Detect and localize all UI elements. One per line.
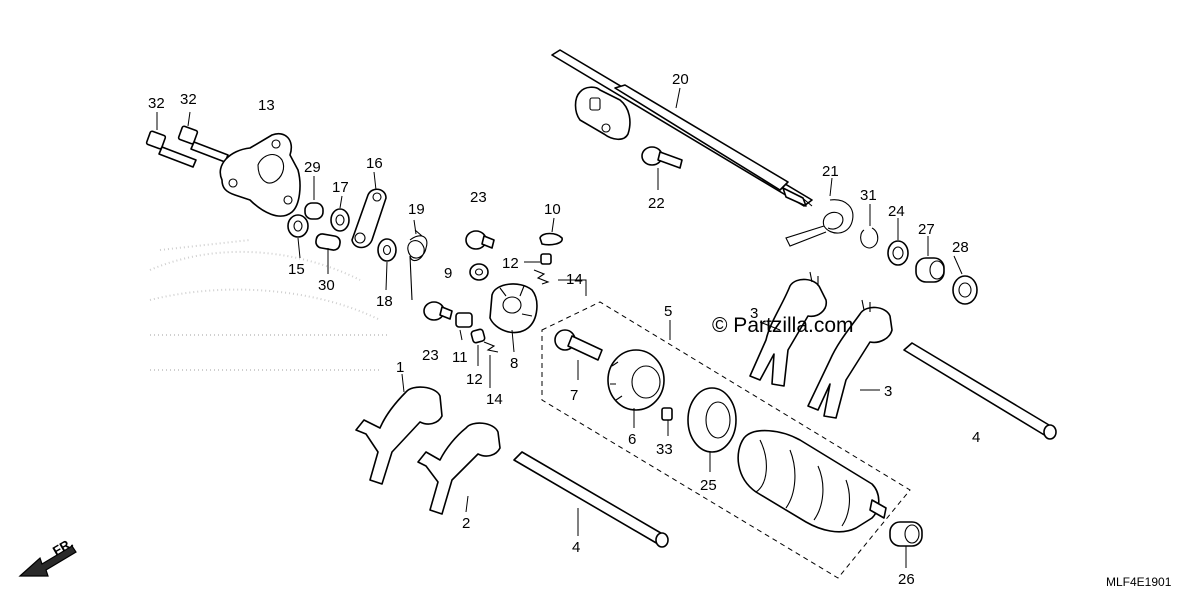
callout-21: 21	[822, 163, 839, 180]
stopper-11[interactable]	[455, 312, 473, 328]
callout-24: 24	[888, 203, 905, 220]
guide-shaft-4-left[interactable]	[513, 451, 669, 548]
callout-18: 18	[376, 293, 393, 310]
circlip-31[interactable]	[860, 227, 879, 249]
callout-29: 29	[304, 159, 321, 176]
callout-6: 6	[628, 431, 636, 448]
bearing-25[interactable]	[687, 387, 737, 453]
callout-14-upper: 14	[566, 271, 583, 288]
callout-16: 16	[366, 155, 383, 172]
callout-27: 27	[918, 221, 935, 238]
callout-10: 10	[544, 201, 561, 218]
shift-drum[interactable]	[737, 429, 887, 533]
callout-3-lower: 3	[884, 383, 892, 400]
callout-22: 22	[648, 195, 665, 212]
stopper-12-upper[interactable]	[540, 253, 552, 265]
callout-26: 26	[898, 571, 915, 588]
leader-lines	[156, 87, 963, 568]
callout-12-upper: 12	[502, 255, 519, 272]
bolt-22[interactable]	[641, 146, 683, 169]
plate-13[interactable]	[219, 133, 301, 217]
collar-15[interactable]	[287, 214, 309, 238]
watermark: © Partzilla.com	[712, 314, 854, 337]
callout-8: 8	[510, 355, 518, 372]
callout-labels: 32 32 13 29 17 16 19 15 30 18 23 9 10 12…	[148, 71, 980, 588]
washer-18[interactable]	[377, 238, 397, 262]
spring-14-upper[interactable]	[533, 269, 550, 285]
callout-32-right: 32	[180, 91, 197, 108]
shift-drum-center-8[interactable]	[489, 283, 538, 334]
callout-4-left: 4	[572, 539, 580, 556]
collar-29[interactable]	[304, 202, 324, 220]
washer-17[interactable]	[330, 208, 350, 232]
shift-fork-3-upper[interactable]	[749, 271, 828, 387]
bearing-26[interactable]	[889, 521, 923, 547]
washer-24[interactable]	[887, 240, 909, 266]
callout-20: 20	[672, 71, 689, 88]
bolt-23-lower[interactable]	[423, 301, 453, 321]
pin-10[interactable]	[539, 232, 563, 246]
callout-23-lower: 23	[422, 347, 439, 364]
callout-31: 31	[860, 187, 877, 204]
shift-fork-3-lower[interactable]	[807, 299, 893, 419]
callout-12-lower: 12	[466, 371, 483, 388]
collar-30[interactable]	[315, 233, 341, 251]
callout-30: 30	[318, 277, 335, 294]
shift-spindle-20[interactable]	[551, 49, 813, 207]
callout-7: 7	[570, 387, 578, 404]
callout-32-left: 32	[148, 95, 165, 112]
front-arrow-icon	[18, 545, 77, 577]
callout-33: 33	[656, 441, 673, 458]
spring-14-lower[interactable]	[483, 341, 499, 353]
stopper-12-lower[interactable]	[470, 328, 486, 344]
callout-4-right: 4	[972, 429, 980, 446]
guide-shaft-4-right[interactable]	[903, 342, 1057, 440]
bolt-7[interactable]	[554, 329, 603, 361]
callout-11: 11	[452, 349, 468, 366]
callout-9: 9	[444, 265, 452, 282]
background-ghost-logo	[149, 239, 390, 371]
callout-1: 1	[396, 359, 404, 376]
bolt-23-upper[interactable]	[465, 230, 495, 250]
callout-25: 25	[700, 477, 717, 494]
front-direction-indicator: FR.	[18, 535, 77, 577]
callout-2: 2	[462, 515, 470, 532]
callout-28: 28	[952, 239, 969, 256]
shift-fork-1[interactable]	[355, 386, 443, 485]
nut-9[interactable]	[469, 263, 489, 281]
spring-19[interactable]	[407, 229, 428, 301]
callout-23-upper: 23	[470, 189, 487, 206]
bolt-32-right[interactable]	[177, 125, 229, 163]
callout-13: 13	[258, 97, 275, 114]
shift-drum-cam-6[interactable]	[607, 349, 665, 411]
callout-5: 5	[664, 303, 672, 320]
stopper-arm-16[interactable]	[351, 188, 387, 249]
callout-17: 17	[332, 179, 349, 196]
oil-seal-28[interactable]	[952, 275, 978, 305]
return-spring-21[interactable]	[785, 195, 854, 247]
callout-19: 19	[408, 201, 425, 218]
diagram-code: MLF4E1901	[1106, 575, 1172, 589]
bolt-32-left[interactable]	[145, 130, 197, 168]
shift-fork-2[interactable]	[417, 422, 501, 515]
bearing-27[interactable]	[915, 257, 945, 283]
pin-33[interactable]	[661, 407, 673, 421]
callout-15: 15	[288, 261, 305, 278]
callout-14-lower: 14	[486, 391, 503, 408]
callout-3-upper: 3	[750, 305, 758, 322]
